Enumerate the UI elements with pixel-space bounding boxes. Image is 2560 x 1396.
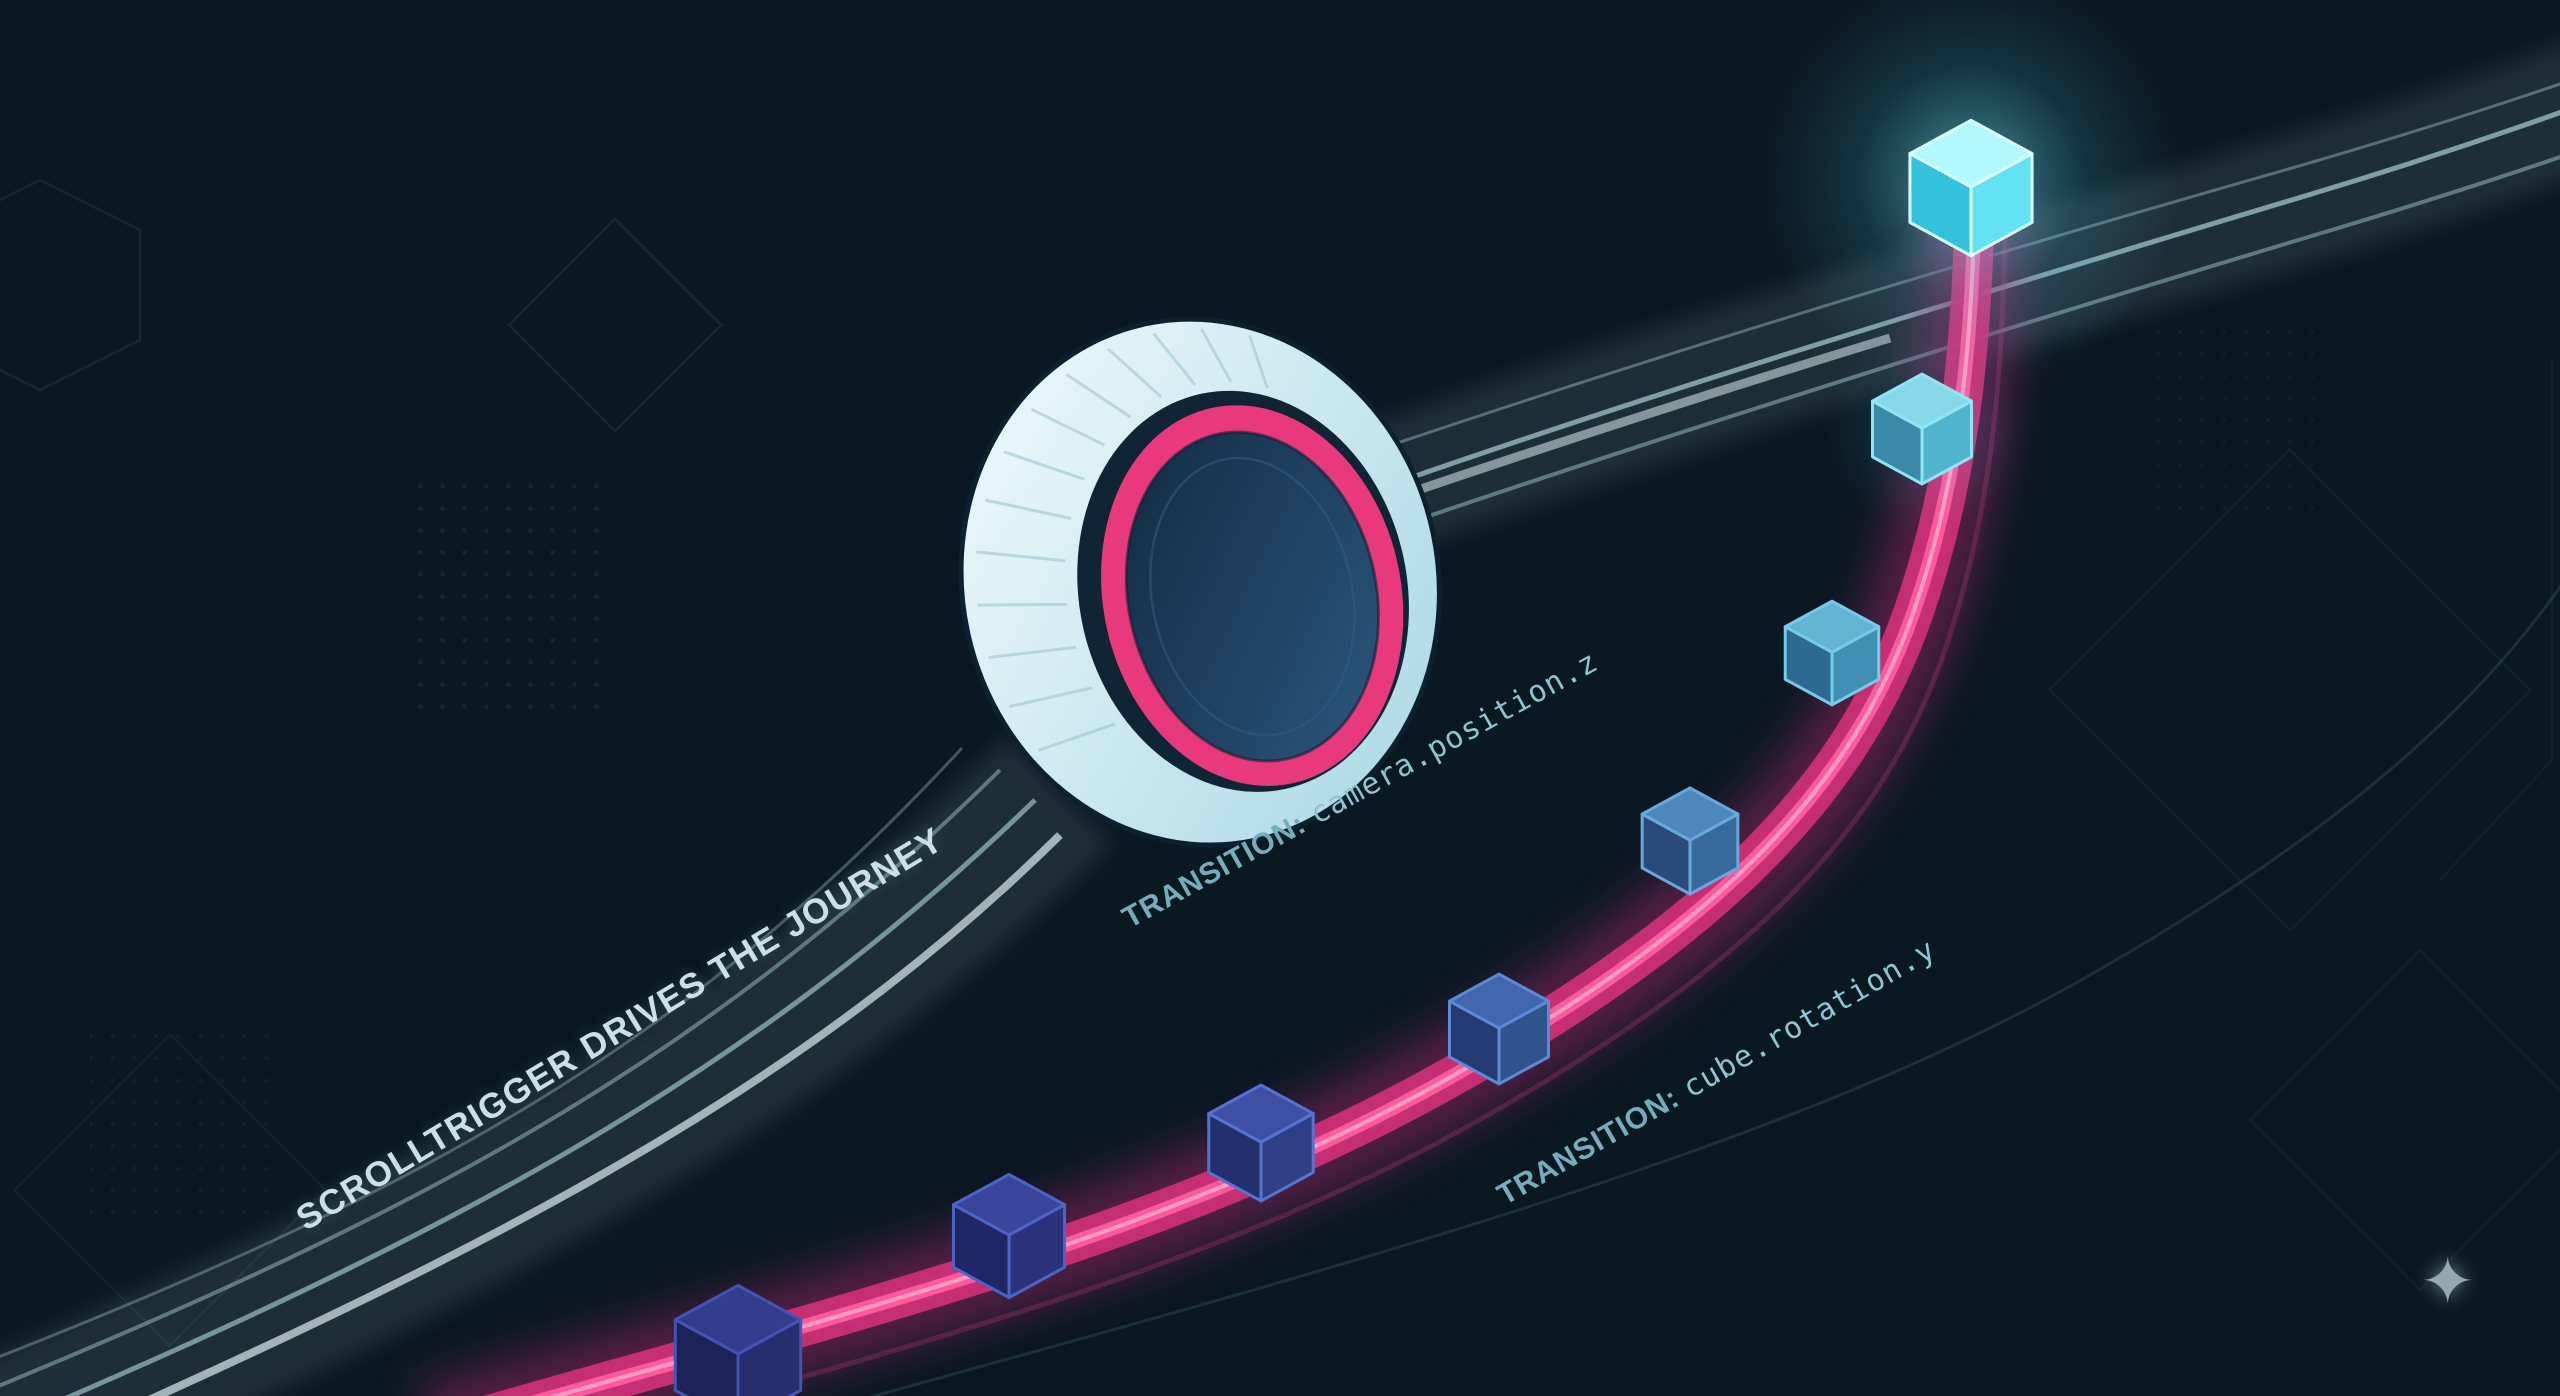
cube-step-7 bbox=[1871, 372, 1973, 486]
wheel-face-highlight bbox=[1149, 456, 1356, 737]
wheel-tick bbox=[1152, 332, 1197, 386]
ribbon-in bbox=[0, 736, 1113, 1396]
sparkle-icon: ✦ bbox=[2420, 1244, 2476, 1318]
ribbon-strand bbox=[1334, 154, 2560, 550]
ribbon-strand-bright bbox=[147, 832, 1063, 1396]
cube-top-face bbox=[951, 1172, 1067, 1237]
wheel-face bbox=[1126, 432, 1379, 761]
cube-top-face bbox=[1908, 118, 2034, 189]
wheel-tick bbox=[1106, 347, 1163, 398]
cube-step-3 bbox=[1207, 1083, 1315, 1203]
cube-top-face bbox=[1448, 972, 1550, 1030]
dot-grid bbox=[90, 1030, 280, 1230]
cube-step-4 bbox=[1448, 972, 1550, 1086]
wheel-tick bbox=[1200, 328, 1233, 383]
cube-top-face bbox=[673, 1283, 803, 1356]
cube-step-8 bbox=[1908, 118, 2034, 258]
ribbon-haze bbox=[0, 736, 1113, 1396]
dot-grid bbox=[2150, 330, 2330, 530]
dot-grid bbox=[400, 480, 610, 720]
cube-top-face bbox=[1207, 1083, 1315, 1144]
wheel-tick bbox=[977, 602, 1067, 607]
wheel-tick bbox=[1065, 373, 1132, 419]
cube-top-face bbox=[1871, 372, 1973, 430]
cubes-layer bbox=[673, 118, 2034, 1396]
scroll-wheel bbox=[958, 316, 1442, 848]
wheel-tick bbox=[1248, 335, 1269, 389]
wheel-tick bbox=[1003, 450, 1086, 481]
cube-step-6 bbox=[1783, 599, 1881, 707]
bg-diamond bbox=[2248, 948, 2560, 1292]
wheel-face-edge bbox=[1124, 430, 1380, 763]
wheel-tick bbox=[1030, 407, 1106, 447]
bg-curve bbox=[868, 584, 2560, 1396]
bg-diamond bbox=[2047, 447, 2533, 933]
cube-top-face bbox=[1640, 786, 1740, 842]
cube-step-5 bbox=[1640, 786, 1740, 896]
bg-hexagon bbox=[0, 178, 142, 392]
bg-diamond bbox=[507, 217, 723, 433]
wheel-tick bbox=[988, 645, 1077, 659]
cube-step-1 bbox=[673, 1283, 803, 1396]
background-decor bbox=[0, 178, 2560, 1396]
wheel-tick bbox=[976, 550, 1066, 563]
wheel-ticks bbox=[976, 328, 1269, 752]
wheel-tick bbox=[1008, 686, 1093, 709]
bg-lines bbox=[2439, 360, 2554, 881]
ribbon-strand bbox=[0, 768, 1002, 1388]
wheel-tick bbox=[1037, 722, 1116, 752]
cube-top-face bbox=[1783, 599, 1881, 654]
ribbon-strand bbox=[64, 798, 1037, 1396]
cube-step-2 bbox=[951, 1172, 1067, 1300]
wheel-tick bbox=[984, 498, 1072, 520]
ribbon-strand bbox=[0, 746, 964, 1359]
